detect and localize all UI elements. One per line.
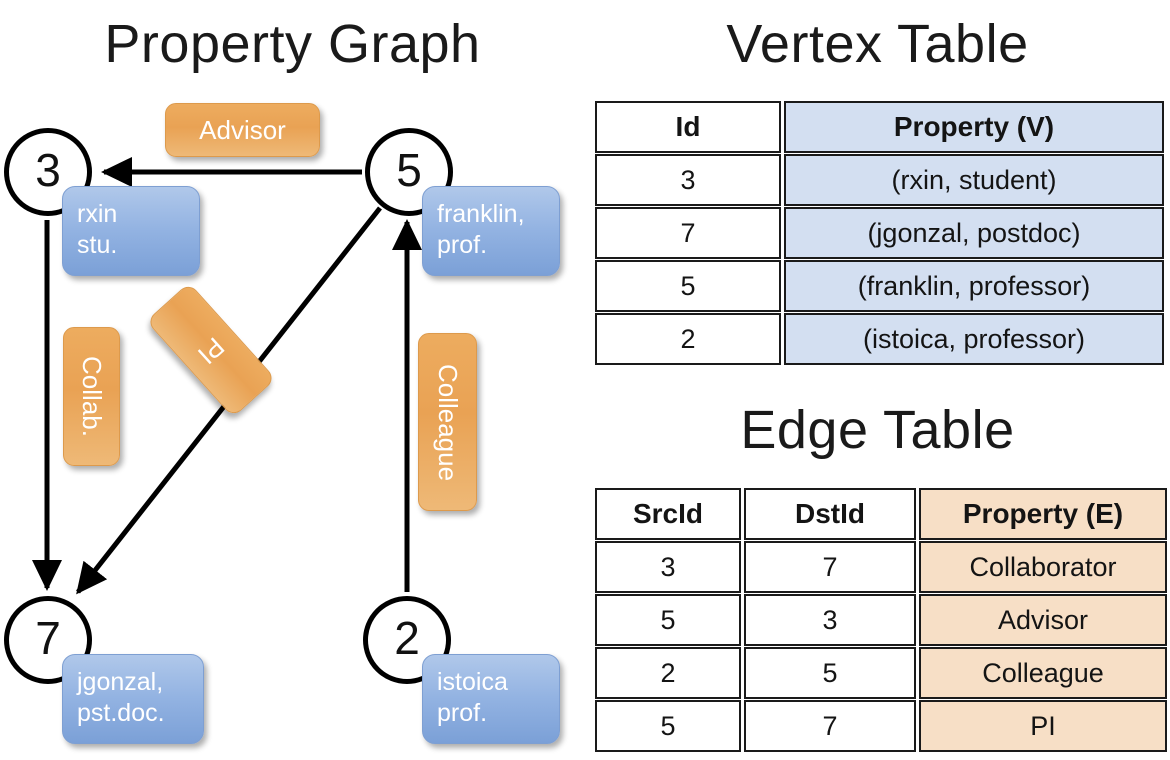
node-property-7-line1: jgonzal, (77, 668, 164, 696)
table-row[interactable]: 7 (jgonzal, postdoc) (595, 207, 1164, 259)
edge-table: SrcId DstId Property (E) 3 7 Collaborato… (592, 487, 1170, 753)
vertex-table-header-id: Id (595, 101, 781, 153)
graph-node-5[interactable]: 5 (365, 128, 453, 216)
table-row[interactable]: 3 (rxin, student) (595, 154, 1164, 206)
edge-row-2-dst: 5 (744, 647, 916, 699)
node-property-7-line2: pst.doc. (77, 699, 165, 727)
node-property-5-line2: prof. (437, 231, 488, 259)
edge-row-0-dst: 7 (744, 541, 916, 593)
edge-label-colleague: Colleague (418, 333, 477, 511)
page-title-edge-table: Edge Table (740, 400, 1015, 460)
table-row[interactable]: 2 5 Colleague (595, 647, 1167, 699)
edge-row-0-src: 3 (595, 541, 741, 593)
page-title-property-graph: Property Graph (104, 14, 481, 74)
edge-table-header-dstid: DstId (744, 488, 916, 540)
edge-row-3-src: 5 (595, 700, 741, 752)
graph-node-3-label: 3 (35, 144, 61, 196)
vertex-row-2-property: (franklin, professor) (784, 260, 1164, 312)
edge-label-collab: Collab. (63, 327, 120, 466)
table-row[interactable]: 3 7 Collaborator (595, 541, 1167, 593)
node-property-box-7: jgonzal, pst.doc. (62, 654, 204, 744)
property-graph-panel: Property Graph 3 5 7 2 rxin stu. frankli… (4, 14, 560, 744)
node-property-box-2: istoica prof. (422, 654, 560, 744)
node-property-2-line2: prof. (437, 699, 488, 727)
edge-label-pi-text: PI (192, 330, 231, 370)
edge-row-1-dst: 3 (744, 594, 916, 646)
edge-table-header-srcid: SrcId (595, 488, 741, 540)
node-property-box-3: rxin stu. (62, 186, 200, 276)
edge-row-3-dst: 7 (744, 700, 916, 752)
node-property-5-line1: franklin, (437, 200, 525, 228)
edge-label-collab-text: Collab. (77, 356, 107, 437)
graph-node-2-label: 2 (394, 612, 420, 664)
edge-label-colleague-text: Colleague (433, 363, 463, 481)
vertex-table-header-property: Property (V) (784, 101, 1164, 153)
edge-label-advisor: Advisor (165, 103, 320, 157)
edge-row-1-src: 5 (595, 594, 741, 646)
graph-node-7-label: 7 (35, 612, 61, 664)
edge-row-2-src: 2 (595, 647, 741, 699)
vertex-table-header-row: Id Property (V) (595, 101, 1164, 153)
node-property-3-line1: rxin (77, 200, 118, 228)
vertex-row-3-id: 2 (595, 313, 781, 365)
graph-node-2[interactable]: 2 (363, 596, 451, 684)
table-row[interactable]: 5 3 Advisor (595, 594, 1167, 646)
table-row[interactable]: 5 7 PI (595, 700, 1167, 752)
edge-table-header-property: Property (E) (919, 488, 1167, 540)
edge-row-0-property: Collaborator (919, 541, 1167, 593)
edge-table-header-row: SrcId DstId Property (E) (595, 488, 1167, 540)
edge-row-3-property: PI (919, 700, 1167, 752)
vertex-table: Id Property (V) 3 (rxin, student) 7 (jgo… (592, 100, 1167, 366)
vertex-row-1-property: (jgonzal, postdoc) (784, 207, 1164, 259)
vertex-row-2-id: 5 (595, 260, 781, 312)
table-row[interactable]: 2 (istoica, professor) (595, 313, 1164, 365)
vertex-row-1-id: 7 (595, 207, 781, 259)
node-property-2-line1: istoica (437, 668, 508, 696)
graph-node-5-label: 5 (396, 144, 422, 196)
node-property-3-line2: stu. (77, 231, 118, 259)
page-title-vertex-table: Vertex Table (726, 14, 1029, 74)
vertex-row-0-property: (rxin, student) (784, 154, 1164, 206)
node-property-box-5: franklin, prof. (422, 186, 560, 276)
table-row[interactable]: 5 (franklin, professor) (595, 260, 1164, 312)
edge-row-2-property: Colleague (919, 647, 1167, 699)
edge-row-1-property: Advisor (919, 594, 1167, 646)
edge-label-advisor-text: Advisor (199, 114, 286, 145)
vertex-row-3-property: (istoica, professor) (784, 313, 1164, 365)
vertex-row-0-id: 3 (595, 154, 781, 206)
